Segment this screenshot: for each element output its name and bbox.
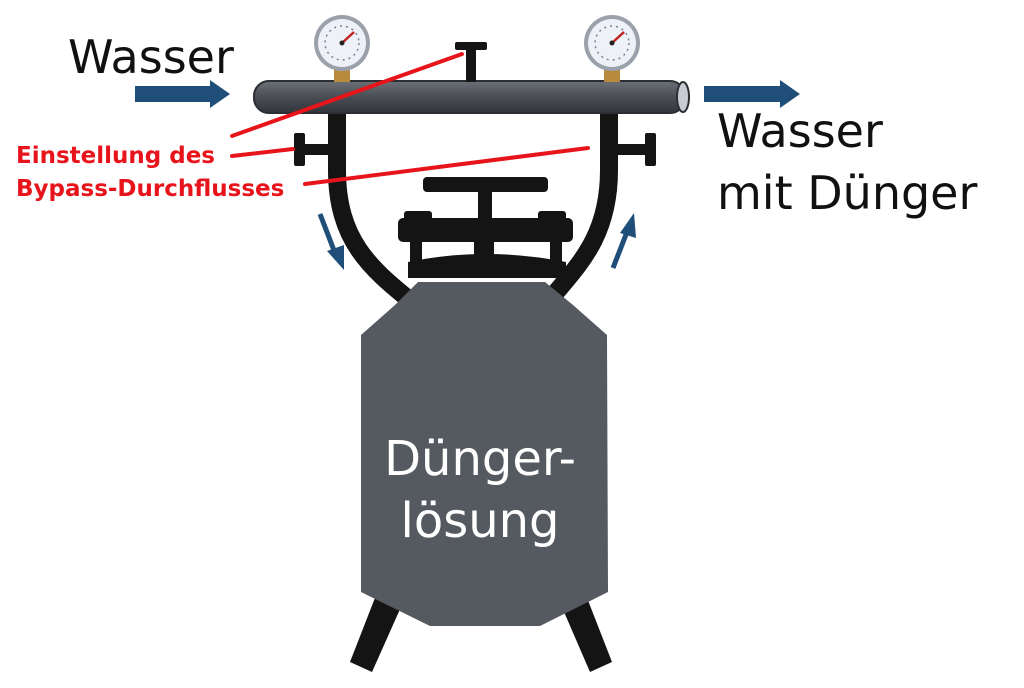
solution-label-line1: Dünger- — [384, 431, 576, 487]
clamp-spindle — [478, 190, 492, 220]
clamp-right-cap — [538, 211, 566, 221]
arrow-right-icon — [135, 80, 230, 108]
pressure-gauge-icon — [314, 15, 370, 82]
side-valve-right — [607, 133, 656, 166]
clamp-right-post — [550, 240, 562, 266]
water-outlet-label: Wasser mit Dünger — [717, 100, 977, 224]
outlet-tube — [540, 112, 618, 308]
annotation-line-left-valve — [230, 147, 295, 158]
arrow-right-icon — [704, 80, 800, 108]
arrow-down-icon — [317, 213, 344, 270]
bypass-label-line2: Bypass-Durchflusses — [16, 176, 285, 202]
annotation-lines — [230, 52, 590, 186]
clamp-left-cap — [404, 211, 432, 221]
t-handle-valve-icon — [455, 42, 487, 82]
inlet-tube — [328, 112, 418, 309]
main-water-pipe — [253, 80, 690, 114]
pressure-gauge-icon — [584, 15, 640, 82]
clamp-left-post — [410, 240, 422, 266]
pipe-outlet-end — [676, 81, 690, 113]
tank-lid-clamp — [398, 177, 573, 278]
fertilizer-tank — [361, 282, 608, 626]
water-inlet-label: Wasser — [68, 30, 234, 84]
bypass-label-line1: Einstellung des — [16, 143, 215, 169]
side-valve-left — [294, 133, 339, 166]
arrow-up-icon — [610, 213, 636, 269]
water-outlet-label-line2: mit Dünger — [717, 166, 978, 220]
clamp-crossbar — [398, 218, 573, 242]
tank-lid — [408, 254, 566, 278]
bypass-adjustment-label: Einstellung des Bypass-Durchflusses — [16, 140, 284, 206]
annotation-line-right-valve — [303, 146, 590, 186]
water-outlet-label-line1: Wasser — [717, 104, 883, 158]
clamp-handle-bar — [423, 177, 548, 192]
fertilizer-solution-label: Dünger- lösung — [355, 428, 605, 552]
annotation-line-t-valve — [230, 52, 464, 138]
solution-label-line2: lösung — [400, 493, 560, 549]
